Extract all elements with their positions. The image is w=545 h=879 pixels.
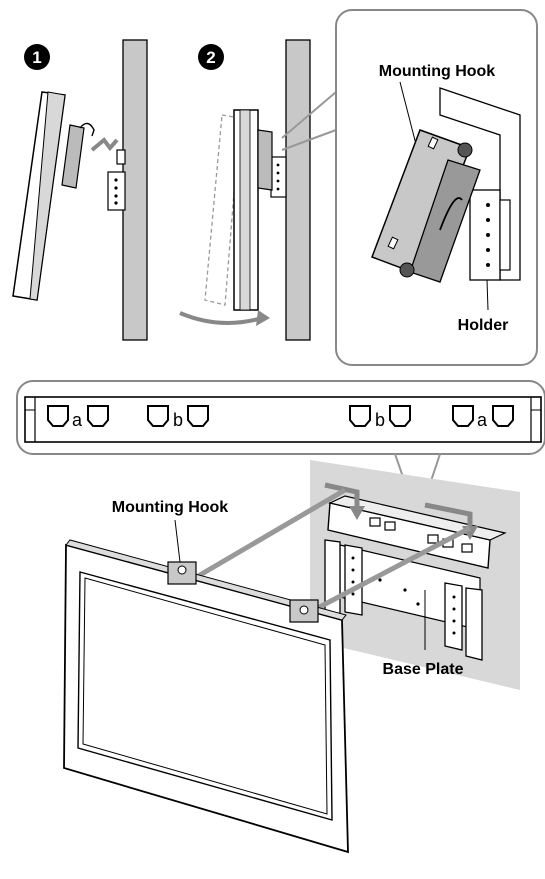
- step-2-panel: 2: [179, 39, 337, 341]
- slot-label-b-right: b: [375, 410, 385, 430]
- step-2-number: 2: [206, 48, 215, 67]
- detail-callout: Mounting Hook Holder: [335, 9, 538, 366]
- slot-label-b-left: b: [173, 410, 183, 430]
- holder-detail: [469, 189, 501, 281]
- slot-group-b-right: b: [349, 405, 411, 430]
- slot-group-a-right: a: [452, 405, 514, 430]
- down-arrow-left: [324, 482, 360, 510]
- slide-line-left: [186, 487, 347, 585]
- tv-screen: [82, 577, 328, 815]
- tv-hook-1: [61, 124, 85, 189]
- holder-left-assembly: [324, 539, 341, 621]
- wall-1: [122, 39, 148, 341]
- tv-ghost-2: [204, 114, 241, 306]
- label-mounting-hook-detail: Mounting Hook: [379, 63, 496, 80]
- step-1-number: 1: [32, 48, 41, 67]
- holder-1-holes: [114, 178, 118, 205]
- swing-arrow-2: [179, 311, 263, 325]
- slot-group-a-left: a: [47, 405, 109, 430]
- tv-hooks: [167, 561, 319, 623]
- slot-group-b-left: b: [147, 405, 209, 430]
- base-plate-assembly: Base Plate: [310, 460, 520, 690]
- label-mounting-hook: Mounting Hook: [112, 499, 229, 516]
- holder-2: [270, 156, 287, 198]
- label-holder: Holder: [458, 317, 509, 334]
- slot-label-a-left: a: [72, 410, 83, 430]
- step-1-panel: 1: [12, 39, 148, 341]
- slot-label-a-right: a: [477, 410, 488, 430]
- holder-right-assembly: [444, 582, 463, 651]
- slide-line-right: [308, 525, 472, 615]
- step-2-badge: [198, 44, 224, 70]
- tv-front-assembly: Mounting Hook: [63, 487, 472, 854]
- hang-arrow-1: [90, 137, 119, 152]
- wall-stud-1: [116, 149, 126, 165]
- step-1-badge: [24, 44, 50, 70]
- tv-hook-2: [257, 129, 273, 191]
- holder-1: [107, 171, 126, 211]
- label-base-plate: Base Plate: [383, 661, 464, 678]
- down-arrow-right: [424, 502, 473, 530]
- wall-2: [285, 39, 311, 341]
